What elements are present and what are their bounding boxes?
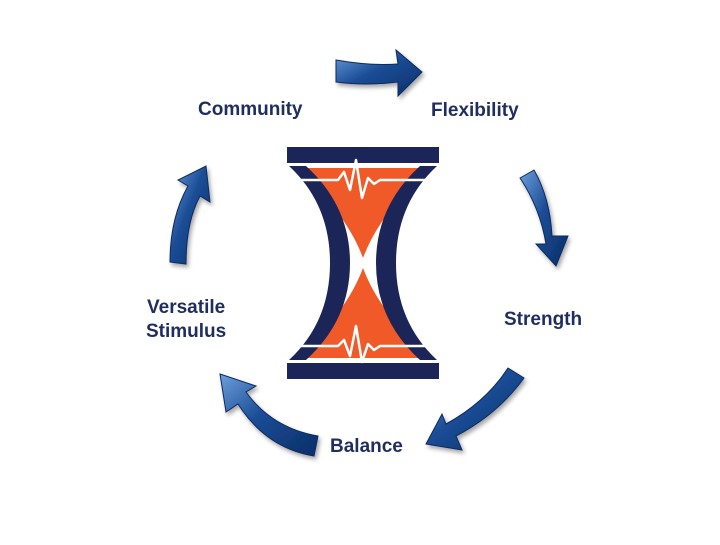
arrow-to-versatile-stimulus	[219, 373, 319, 457]
label-versatile-stimulus: Versatile Stimulus	[146, 296, 226, 344]
arrow-to-community	[169, 165, 211, 265]
label-balance: Balance	[330, 436, 403, 457]
label-strength: Strength	[504, 309, 583, 330]
arrow-to-flexibility	[335, 48, 423, 98]
arrow-to-strength	[519, 169, 569, 267]
hourglass-heartbeat-logo	[287, 147, 439, 379]
label-flexibility: Flexibility	[431, 100, 519, 121]
label-versatile-line1: Versatile	[147, 297, 226, 318]
label-community: Community	[198, 99, 303, 120]
arrow-to-balance	[425, 367, 525, 451]
label-versatile-line2: Stimulus	[146, 321, 227, 342]
